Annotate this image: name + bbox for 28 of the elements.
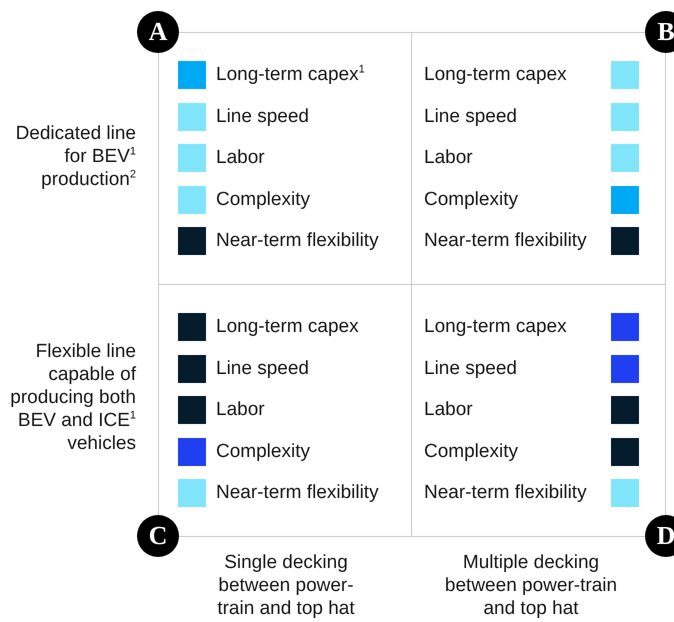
criterion-label: Line speed	[216, 106, 309, 128]
criterion-label: Line speed	[424, 106, 517, 128]
criterion-label: Long-term capex	[216, 316, 359, 338]
column-heading: Multiple decking between power-train and top hat	[444, 551, 618, 620]
corner-marker: A	[137, 11, 179, 53]
criterion-label: Near-term flexibility	[424, 230, 587, 252]
criterion-label: Near-term flexibility	[424, 482, 587, 504]
corner-marker: D	[645, 515, 674, 557]
criterion-label: Long-term capex	[424, 64, 567, 86]
criterion-label: Labor	[424, 399, 473, 421]
criterion-label: Near-term flexibility	[216, 230, 379, 252]
criterion-label: Complexity	[424, 188, 518, 210]
criterion-label: Near-term flexibility	[216, 482, 379, 504]
criterion-label: Complexity	[424, 440, 518, 462]
criterion-label: Line speed	[216, 358, 309, 380]
criterion-label: Long-term capex	[424, 316, 567, 338]
row-heading: Flexible line capable of producing both BEV and ICE$^{1}$ vehicles	[9, 340, 136, 455]
corner-marker: B	[645, 11, 674, 53]
criterion-label: Line speed	[424, 358, 517, 380]
corner-marker: C	[137, 515, 179, 557]
criterion-label: Complexity	[216, 188, 310, 210]
criterion-label: Labor	[216, 399, 265, 421]
criterion-label: Complexity	[216, 440, 310, 462]
row-heading: Dedicated line for BEV$^{1}$ production$^{2}$	[14, 122, 136, 191]
column-heading: Single decking between power-train and top hat	[216, 551, 356, 620]
criterion-label: Labor	[424, 147, 473, 169]
criterion-label: Long-term capex$^{1}$	[216, 64, 365, 86]
criterion-label: Labor	[216, 147, 265, 169]
